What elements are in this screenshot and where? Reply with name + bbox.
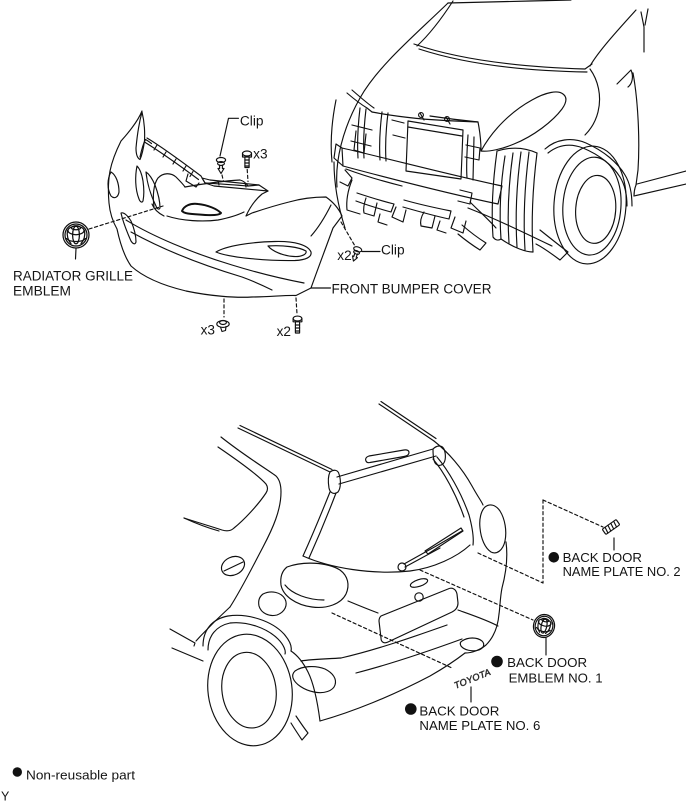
svg-text:Y: Y <box>1 790 10 802</box>
svg-text:Clip: Clip <box>381 243 405 258</box>
svg-text:RADIATOR GRILLE: RADIATOR GRILLE <box>13 268 133 284</box>
svg-text:EMBLEM NO. 1: EMBLEM NO. 1 <box>509 670 603 685</box>
svg-text:BACK DOOR: BACK DOOR <box>563 550 642 565</box>
svg-text:x3: x3 <box>201 322 215 337</box>
svg-text:FRONT BUMPER COVER: FRONT BUMPER COVER <box>332 282 492 298</box>
svg-text:Clip: Clip <box>240 114 264 129</box>
svg-text:BACK DOOR: BACK DOOR <box>419 703 499 718</box>
svg-text:x2: x2 <box>337 248 351 263</box>
svg-text:NAME PLATE NO. 2: NAME PLATE NO. 2 <box>563 564 681 579</box>
svg-text:EMBLEM: EMBLEM <box>13 284 71 300</box>
svg-text:Non-reusable part: Non-reusable part <box>26 767 135 782</box>
svg-text:NAME PLATE NO. 6: NAME PLATE NO. 6 <box>419 718 540 733</box>
svg-text:x2: x2 <box>277 324 291 339</box>
svg-text:x3: x3 <box>253 146 267 161</box>
svg-text:BACK DOOR: BACK DOOR <box>507 655 587 670</box>
svg-text:TOYOTA: TOYOTA <box>453 667 493 691</box>
